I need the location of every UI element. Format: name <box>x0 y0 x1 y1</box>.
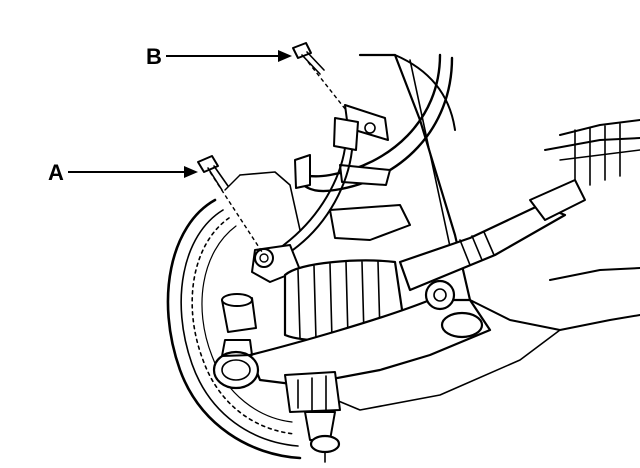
brake-disc <box>166 171 302 460</box>
lower-ball-joint <box>284 371 341 463</box>
bolt-b <box>292 42 347 111</box>
tie-rod-end <box>212 293 260 390</box>
tie-rod <box>398 179 586 292</box>
callout-b: B <box>146 44 292 69</box>
lower-arm <box>248 279 561 411</box>
callout-a-arrowhead <box>184 166 198 178</box>
hose-bracket <box>333 104 391 186</box>
callout-b-label: B <box>146 44 162 69</box>
callout-a: A <box>48 160 198 185</box>
callout-a-label: A <box>48 160 64 185</box>
bolt-a <box>197 155 263 253</box>
chassis-outline <box>358 53 640 331</box>
steering-knuckle <box>251 204 411 283</box>
callout-b-arrowhead <box>278 50 292 62</box>
